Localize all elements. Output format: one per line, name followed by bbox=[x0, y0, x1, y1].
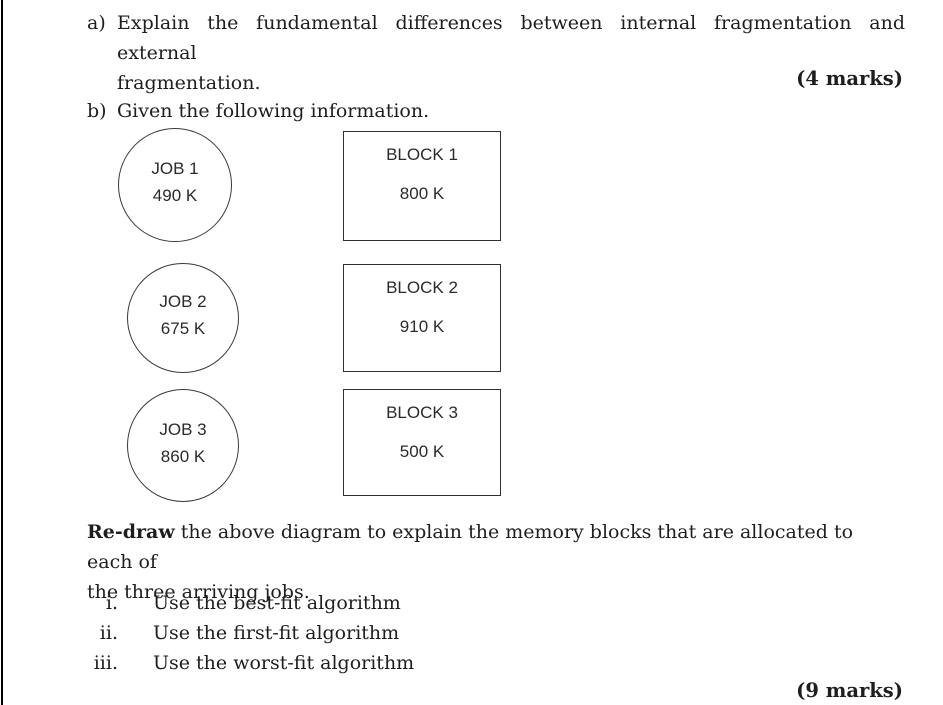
job-1-size: 490 K bbox=[152, 186, 198, 205]
list-item-2-label: Use the first-fit algorithm bbox=[153, 622, 400, 644]
job-2-name: JOB 2 bbox=[159, 292, 207, 311]
block-1-rect: BLOCK 1 800 K bbox=[343, 131, 501, 241]
redraw-line-1: Re-draw the above diagram to explain the… bbox=[87, 517, 899, 577]
block-1-name: BLOCK 1 bbox=[386, 145, 458, 164]
list-item-1-numeral: i. bbox=[105, 592, 118, 614]
block-3-size: 500 K bbox=[399, 442, 445, 461]
block-3-rect: BLOCK 3 500 K bbox=[343, 389, 501, 496]
list-item-1-label: Use the best-fit algorithm bbox=[153, 592, 401, 614]
job-3-name: JOB 3 bbox=[159, 419, 207, 439]
question-b-label: b) bbox=[87, 100, 107, 122]
job-2-circle: JOB 2 675 K bbox=[127, 263, 239, 373]
job-1-name: JOB 1 bbox=[151, 159, 199, 178]
list-item-best-fit: i. Use the best-fit algorithm bbox=[88, 588, 401, 618]
job-1-circle: JOB 1 490 K bbox=[118, 128, 232, 242]
question-b: b) Given the following information. bbox=[87, 96, 905, 126]
list-item-3-label: Use the worst-fit algorithm bbox=[153, 652, 415, 674]
redraw-line-2: the three arriving jobs. bbox=[87, 581, 310, 603]
question-a-line-2: fragmentation. bbox=[117, 72, 261, 94]
block-1-size: 800 K bbox=[399, 184, 445, 203]
block-3-name: BLOCK 3 bbox=[386, 403, 458, 422]
question-a-line-1: Explain the fundamental differences betw… bbox=[117, 12, 905, 64]
page-left-border bbox=[1, 0, 3, 705]
marks-badge-b: (9 marks) bbox=[796, 679, 903, 702]
job-3-size: 860 K bbox=[160, 446, 206, 466]
block-2-size: 910 K bbox=[399, 317, 445, 336]
job-2-text: JOB 2 675 K bbox=[159, 288, 206, 342]
job-3-circle: JOB 3 860 K bbox=[127, 389, 239, 502]
list-item-worst-fit: iii. Use the worst-fit algorithm bbox=[88, 648, 414, 678]
list-item-2-numeral: ii. bbox=[99, 622, 118, 644]
job-2-size: 675 K bbox=[160, 319, 206, 338]
job-1-text: JOB 1 490 K bbox=[151, 155, 198, 209]
question-a: a) Explain the fundamental differences b… bbox=[87, 8, 905, 98]
question-a-text: Explain the fundamental differences betw… bbox=[117, 8, 905, 98]
redraw-instruction: Re-draw the above diagram to explain the… bbox=[87, 517, 899, 607]
block-2-rect: BLOCK 2 910 K bbox=[343, 264, 501, 372]
question-a-label: a) bbox=[87, 12, 106, 34]
question-b-text: Given the following information. bbox=[117, 100, 430, 122]
list-item-first-fit: ii. Use the first-fit algorithm bbox=[88, 618, 399, 648]
block-2-name: BLOCK 2 bbox=[386, 278, 458, 297]
job-3-text: JOB 3 860 K bbox=[159, 416, 206, 470]
redraw-line-1-rest: the above diagram to explain the memory … bbox=[87, 521, 854, 573]
redraw-lead-bold: Re-draw bbox=[87, 521, 175, 543]
marks-badge-a: (4 marks) bbox=[796, 67, 903, 90]
list-item-3-numeral: iii. bbox=[93, 652, 118, 674]
